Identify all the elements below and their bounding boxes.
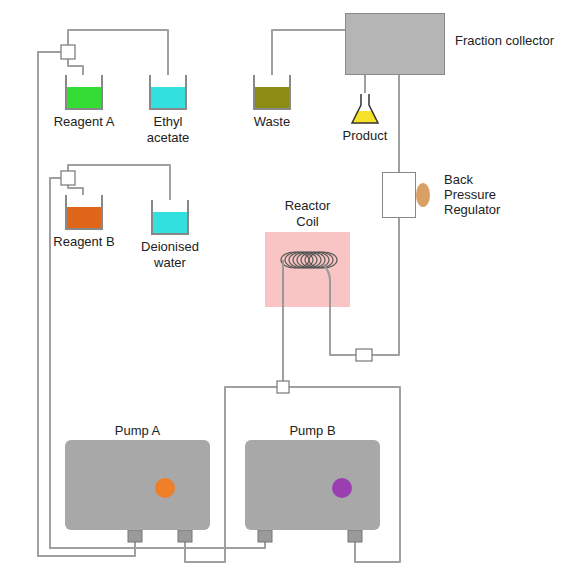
tubing-line [50, 178, 265, 548]
node-label: Waste [242, 114, 302, 130]
regulator-body [382, 172, 416, 218]
pump: Pump A [65, 422, 210, 530]
tee-piece [277, 381, 289, 393]
reagent-bottle: Waste [242, 75, 302, 130]
reagent-bottle: Reagent A [49, 75, 119, 130]
valve [61, 45, 75, 59]
inline-fitting [356, 349, 372, 361]
coil-lead [323, 264, 330, 307]
pump-port [128, 530, 142, 542]
pump-port [178, 530, 192, 542]
product-flask: Product [335, 93, 395, 144]
liquid [67, 87, 101, 109]
reagent-bottle: Ethyl acetate [138, 75, 198, 146]
node-label: Reactor Coil [278, 198, 338, 230]
bottle-outline [254, 75, 290, 109]
fraction-collector: Fraction collector [345, 13, 554, 75]
bottle-drawing [148, 75, 188, 111]
node-label: Fraction collector [455, 33, 554, 49]
reactor-coil: Reactor Coil [265, 198, 350, 307]
heated-zone [265, 232, 350, 307]
liquid [153, 212, 187, 234]
bottle-body [148, 75, 188, 111]
bottle-outline [152, 200, 188, 234]
liquid [255, 87, 289, 109]
bottle-drawing [150, 200, 190, 236]
bottle-body [252, 75, 292, 111]
flask-outline [352, 94, 378, 123]
node-label: Deionised water [137, 239, 203, 271]
bottle-outline [150, 75, 186, 109]
valve [61, 171, 75, 185]
coil-turn [309, 252, 337, 268]
status-light [332, 478, 352, 498]
pump-body [245, 440, 380, 530]
node-label: Pump B [245, 422, 380, 440]
reagent-bottle: Deionised water [137, 200, 203, 271]
pump-body [65, 440, 210, 530]
node-label: Pump A [65, 422, 210, 440]
coil-lead [282, 260, 284, 307]
node-label: Reagent A [49, 114, 119, 130]
flask-body [349, 93, 381, 125]
flask-liquid [352, 111, 378, 123]
back-pressure-regulator: Back Pressure Regulator [382, 172, 510, 218]
liquid [67, 207, 101, 229]
reagent-bottle: Reagent B [49, 195, 119, 250]
bottle-body [64, 75, 104, 111]
node-label: Ethyl acetate [138, 114, 198, 146]
flask-drawing [349, 93, 381, 125]
coil-drawing [265, 232, 350, 307]
pump-port [258, 530, 272, 542]
bottle-drawing [64, 195, 104, 231]
tubing-line [364, 75, 366, 93]
pump-port [348, 530, 362, 542]
bottle-outline [66, 195, 102, 229]
liquid [151, 87, 185, 109]
status-light [155, 478, 175, 498]
tubing-line [398, 75, 400, 172]
bottle-outline [66, 75, 102, 109]
regulator-knob [416, 183, 430, 207]
tubing-line [50, 165, 265, 548]
pump: Pump B [245, 422, 380, 530]
bottle-drawing [252, 75, 292, 111]
node-label: Product [343, 128, 388, 144]
bottle-drawing [64, 75, 104, 111]
node-label: Back Pressure Regulator [444, 172, 510, 217]
bottle-body [150, 200, 190, 236]
collector-box [345, 13, 445, 75]
bottle-body [64, 195, 104, 231]
node-label: Reagent B [49, 234, 119, 250]
tubing-line [272, 30, 345, 75]
